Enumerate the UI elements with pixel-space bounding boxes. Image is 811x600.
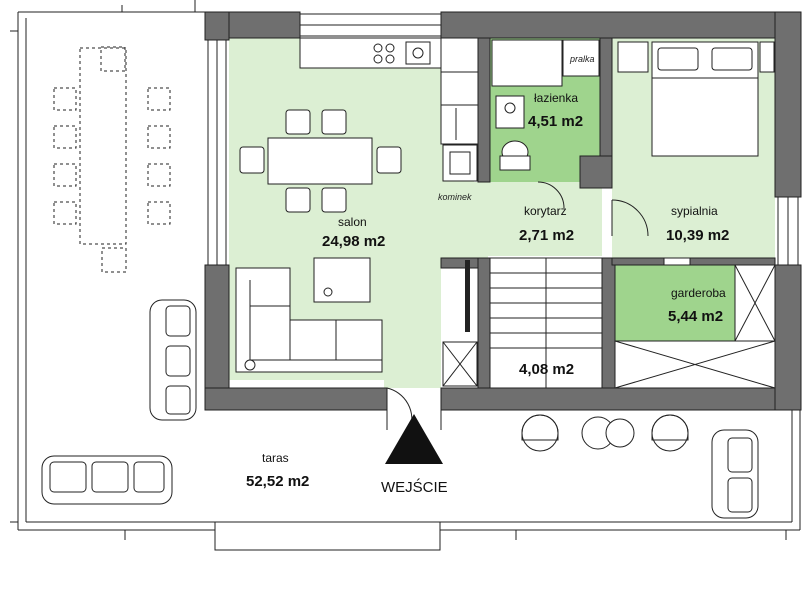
entrance-arrow-icon [385, 414, 443, 464]
korytarz-name: korytarz [524, 204, 567, 218]
fireplace [442, 144, 478, 182]
bathroom-fixtures [491, 39, 600, 171]
terrace-sofa-right [711, 429, 759, 519]
sypialnia-name: sypialnia [671, 204, 718, 218]
korytarz-area: 2,71 m2 [519, 227, 574, 244]
lazienka-name: łazienka [534, 91, 578, 105]
staircase [489, 257, 603, 389]
pralka-label: pralka [569, 54, 595, 64]
sypialnia-area: 10,39 m2 [666, 227, 729, 244]
terrace-sofa-left [149, 299, 197, 421]
cabinet-corner [442, 341, 478, 387]
wardrobe-cabinets [614, 264, 776, 389]
terrace-dining-set [53, 46, 171, 273]
walls [204, 11, 802, 411]
bed [617, 41, 775, 157]
coffee-table [313, 257, 371, 303]
garderoba-name: garderoba [671, 286, 726, 300]
taras-name: taras [262, 451, 289, 465]
terrace-outline [10, 0, 801, 551]
tv-unit [465, 260, 470, 332]
taras-area: 52,52 m2 [246, 473, 309, 490]
kominek-label: kominek [438, 192, 472, 202]
terrace-round-tables [521, 414, 689, 452]
korytarz-floor [474, 182, 602, 256]
salon-name: salon [338, 215, 367, 229]
entrance-label: WEJŚCIE [381, 478, 448, 496]
schody-area: 4,08 m2 [519, 361, 574, 378]
kitchen-counter [299, 37, 479, 145]
dining-table-set [239, 109, 402, 213]
corner-sofa [235, 267, 383, 373]
lazienka-area: 4,51 m2 [528, 113, 583, 130]
terrace-sofa-bottom [41, 455, 173, 505]
windows [207, 13, 799, 266]
salon-area: 24,98 m2 [322, 233, 385, 250]
garderoba-floor [615, 265, 735, 341]
doors [386, 181, 691, 431]
garderoba-area: 5,44 m2 [668, 308, 723, 325]
